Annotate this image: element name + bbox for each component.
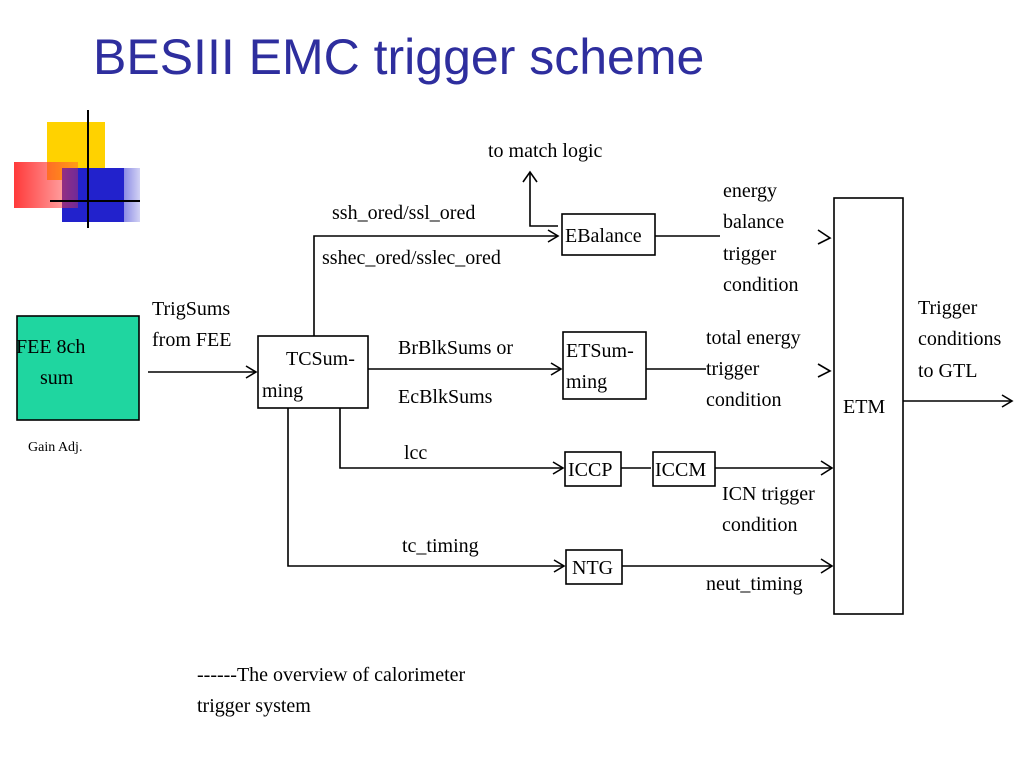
trigger-gtl-label-line3: to GTL xyxy=(918,360,977,382)
wire-tcsumming-to-ntg xyxy=(287,408,564,567)
etsumming-label-line2: ming xyxy=(566,371,607,393)
energy-balance-label-line1: energy xyxy=(723,180,777,202)
etsumming-label-line1: ETSum- xyxy=(566,340,634,362)
ntg-box xyxy=(565,549,623,585)
sshec-ored-label: sshec_ored/sslec_ored xyxy=(322,247,501,269)
arrowhead-ebalance xyxy=(547,229,560,243)
wire-to-match-logic xyxy=(529,172,558,227)
arrowhead-match-logic xyxy=(522,170,538,183)
total-energy-label-line3: condition xyxy=(706,389,782,411)
gain-adj-label: Gain Adj. xyxy=(28,440,82,455)
fee-box xyxy=(16,315,140,421)
arrowhead-tcsumming xyxy=(245,365,258,379)
deco-blue-fade xyxy=(100,168,140,222)
arrowhead-etm-total-energy xyxy=(817,363,832,378)
trigger-gtl-label-line2: conditions xyxy=(918,328,1002,350)
arrowhead-gtl xyxy=(1001,394,1014,408)
brblksums-label: BrBlkSums or xyxy=(398,337,513,359)
icn-label-line2: condition xyxy=(722,514,798,536)
arrowhead-iccp xyxy=(552,461,565,475)
to-match-logic-label: to match logic xyxy=(488,140,603,162)
wire-tcsumming-to-ebalance xyxy=(313,235,558,336)
trigger-gtl-label-line1: Trigger xyxy=(918,297,978,319)
iccm-label: ICCM xyxy=(655,459,706,481)
iccp-label: ICCP xyxy=(568,459,612,481)
icn-label-line1: ICN trigger xyxy=(722,483,815,505)
arrowhead-ntg xyxy=(553,559,566,573)
slide-title: BESIII EMC trigger scheme xyxy=(93,29,705,85)
etsumming-box xyxy=(562,331,647,400)
fee-label-line2: sum xyxy=(40,367,74,389)
total-energy-label-line2: trigger xyxy=(706,358,760,380)
tc-timing-label: tc_timing xyxy=(402,535,479,557)
tcsumming-box xyxy=(257,335,369,409)
caption-line2: trigger system xyxy=(197,695,311,717)
fee-label-line1: FEE 8ch xyxy=(16,336,85,358)
caption-line1: ------The overview of calorimeter xyxy=(197,664,466,686)
tcsumming-label-line1: TCSum- xyxy=(286,348,355,370)
iccm-box xyxy=(652,451,716,487)
ssh-ored-label: ssh_ored/ssl_ored xyxy=(332,202,475,224)
arrowhead-etsumming xyxy=(550,362,563,376)
decorative-squares-icon xyxy=(14,110,140,228)
etm-box xyxy=(833,197,904,615)
wire-tcsumming-to-iccp xyxy=(339,408,563,469)
lcc-label: lcc xyxy=(404,442,427,464)
ntg-label: NTG xyxy=(572,557,613,579)
ecblksums-label: EcBlkSums xyxy=(398,386,493,408)
energy-balance-label-line4: condition xyxy=(723,274,799,296)
energy-balance-label-line2: balance xyxy=(723,211,784,233)
trigsums-label-line2: from FEE xyxy=(152,329,231,351)
energy-balance-label-line3: trigger xyxy=(723,243,777,265)
iccp-box xyxy=(564,451,622,487)
arrowhead-etm-icn xyxy=(820,460,834,476)
total-energy-label-line1: total energy xyxy=(706,327,801,349)
etm-label: ETM xyxy=(843,396,885,418)
tcsumming-label-line2: ming xyxy=(262,380,303,402)
ebalance-label: EBalance xyxy=(565,225,642,247)
trigsums-label-line1: TrigSums xyxy=(152,298,230,320)
neut-timing-label: neut_timing xyxy=(706,573,803,595)
arrowhead-etm-energy-balance xyxy=(817,229,832,245)
ebalance-box xyxy=(561,213,656,256)
arrowhead-etm-neut-timing xyxy=(820,558,834,574)
